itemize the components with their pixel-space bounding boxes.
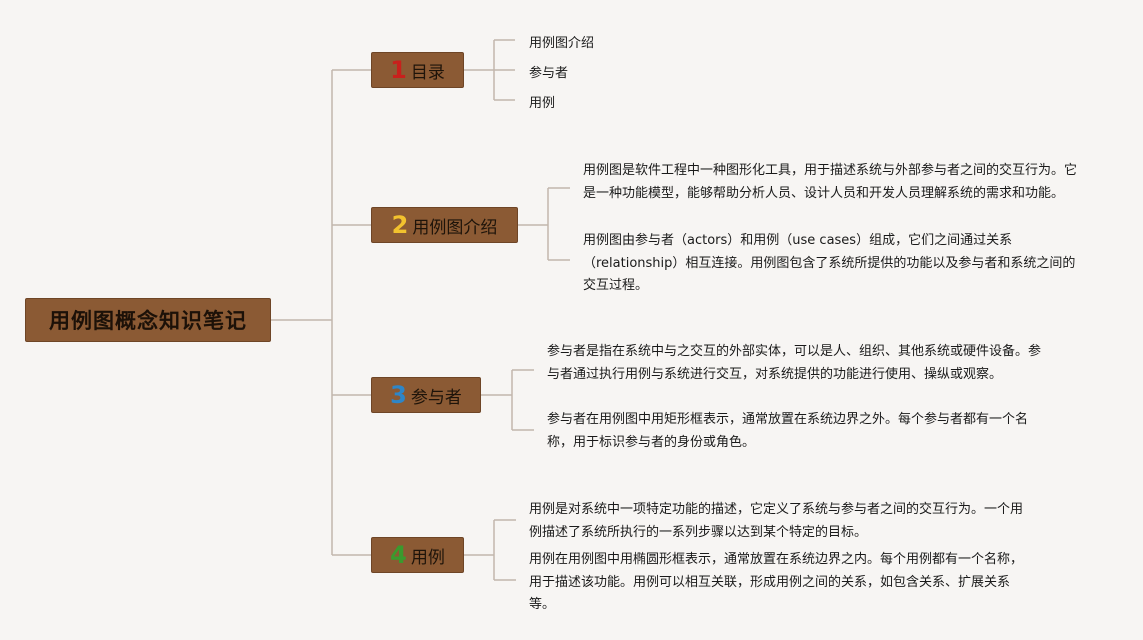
number-badge-1: 1 — [390, 56, 407, 84]
subtopic-item[interactable]: 参与者 — [529, 66, 569, 81]
number-badge-2: 2 — [391, 211, 409, 239]
subtopic-item[interactable]: 用例 — [529, 96, 556, 111]
number-badge-4: 4 — [390, 541, 407, 569]
root-title: 用例图概念知识笔记 — [49, 309, 247, 333]
note-paragraph: 参与者在用例图中用矩形框表示，通常放置在系统边界之外。每个参与者都有一个名称，用… — [547, 412, 1029, 450]
root-topic[interactable]: 用例图概念知识笔记 — [25, 298, 271, 342]
topic-title: 用例 — [410, 547, 445, 568]
topic-node-usecase-diagram-intro[interactable]: 2 用例图介绍 — [371, 207, 518, 243]
topic-node-actors[interactable]: 3 参与者 — [371, 377, 481, 413]
topic-title: 用例图介绍 — [412, 217, 498, 238]
topic-node-contents[interactable]: 1 目录 — [371, 52, 464, 88]
topic-title: 目录 — [410, 62, 445, 83]
note-paragraph: 用例是对系统中一项特定功能的描述，它定义了系统与参与者之间的交互行为。一个用例描… — [529, 502, 1024, 540]
note-paragraph: 用例在用例图中用椭圆形框表示，通常放置在系统边界之内。每个用例都有一个名称，用于… — [529, 552, 1024, 612]
number-badge-3: 3 — [390, 381, 407, 409]
topic-title: 参与者 — [410, 387, 462, 408]
note-paragraph: 参与者是指在系统中与之交互的外部实体，可以是人、组织、其他系统或硬件设备。参与者… — [547, 344, 1042, 382]
note-paragraph: 用例图是软件工程中一种图形化工具，用于描述系统与外部参与者之间的交互行为。它是一… — [583, 163, 1078, 201]
subtopic-item[interactable]: 用例图介绍 — [529, 36, 595, 51]
note-paragraph: 用例图由参与者（actors）和用例（use cases）组成，它们之间通过关系… — [583, 233, 1076, 293]
topic-node-use-cases[interactable]: 4 用例 — [371, 537, 464, 573]
